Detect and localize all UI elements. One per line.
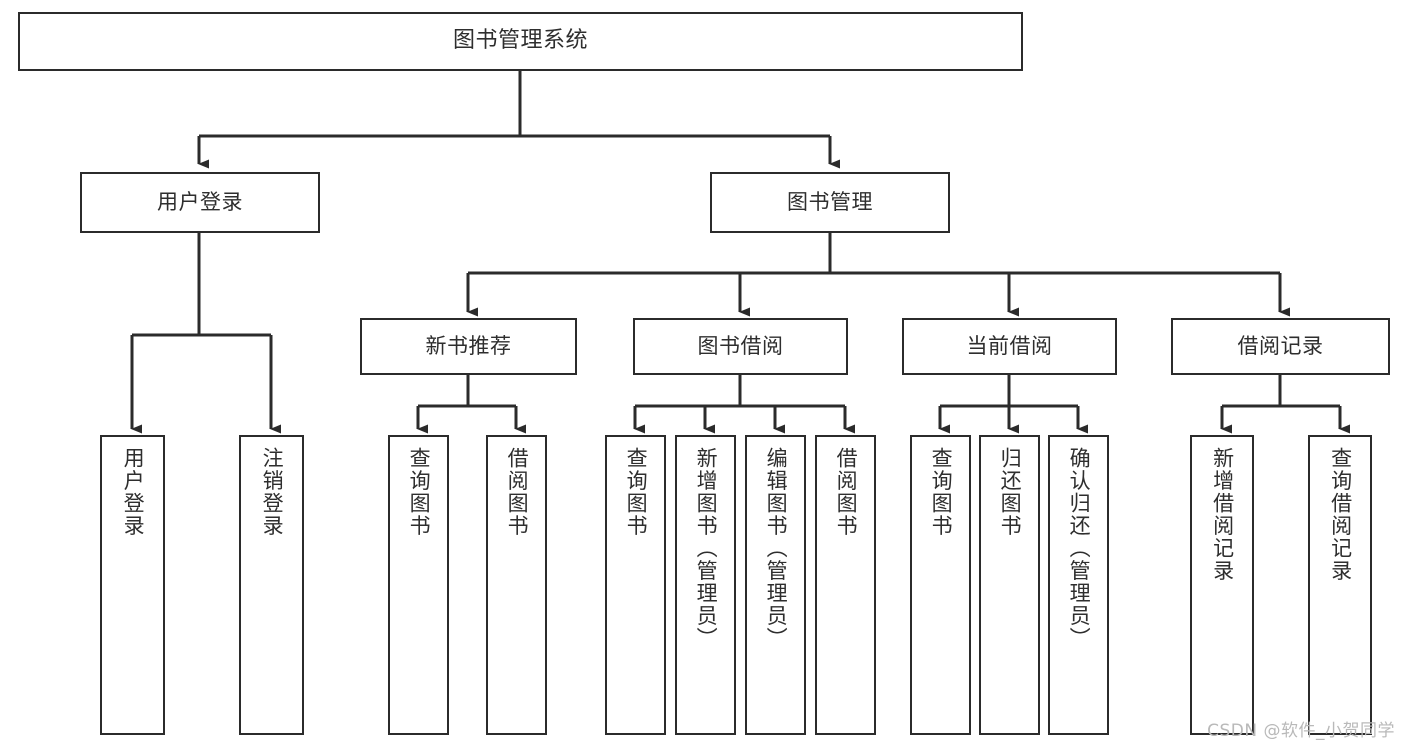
node-leaf-return-book[interactable]: 归还图书 bbox=[979, 435, 1040, 735]
node-new-book-rec-label: 新书推荐 bbox=[425, 333, 512, 358]
node-leaf-add-book-label: 新增图书（管理员） bbox=[694, 447, 719, 650]
node-current-borrow-label: 当前借阅 bbox=[966, 333, 1053, 358]
node-root[interactable]: 图书管理系统 bbox=[18, 12, 1023, 71]
node-leaf-return-book-label: 归还图书 bbox=[998, 447, 1023, 537]
node-leaf-edit-book[interactable]: 编辑图书（管理员） bbox=[745, 435, 806, 735]
node-leaf-confirm-return[interactable]: 确认归还（管理员） bbox=[1048, 435, 1109, 735]
node-current-borrow[interactable]: 当前借阅 bbox=[902, 318, 1117, 375]
node-leaf-borrow-book-1[interactable]: 借阅图书 bbox=[486, 435, 547, 735]
node-leaf-add-book[interactable]: 新增图书（管理员） bbox=[675, 435, 736, 735]
node-leaf-borrow-book-1-label: 借阅图书 bbox=[505, 447, 530, 537]
node-borrow-record-label: 借阅记录 bbox=[1237, 333, 1324, 358]
node-leaf-user-login[interactable]: 用户登录 bbox=[100, 435, 165, 735]
node-leaf-add-record-label: 新增借阅记录 bbox=[1210, 447, 1235, 582]
node-leaf-edit-book-label: 编辑图书（管理员） bbox=[764, 447, 789, 650]
node-leaf-user-logout-label: 注销登录 bbox=[260, 447, 285, 537]
node-user-login-label: 用户登录 bbox=[157, 189, 243, 214]
node-leaf-user-login-label: 用户登录 bbox=[121, 447, 146, 537]
node-book-manage-label: 图书管理 bbox=[787, 189, 873, 214]
node-leaf-query-record-label: 查询借阅记录 bbox=[1328, 447, 1353, 582]
node-leaf-query-book-2-label: 查询图书 bbox=[624, 447, 649, 537]
node-root-label: 图书管理系统 bbox=[452, 28, 588, 54]
node-leaf-borrow-book-2[interactable]: 借阅图书 bbox=[815, 435, 876, 735]
node-new-book-rec[interactable]: 新书推荐 bbox=[360, 318, 577, 375]
node-book-manage[interactable]: 图书管理 bbox=[710, 172, 950, 233]
node-leaf-query-book-3[interactable]: 查询图书 bbox=[910, 435, 971, 735]
node-leaf-query-book-3-label: 查询图书 bbox=[929, 447, 954, 537]
node-leaf-query-book-1[interactable]: 查询图书 bbox=[388, 435, 449, 735]
node-borrow-record[interactable]: 借阅记录 bbox=[1171, 318, 1390, 375]
node-leaf-query-book-1-label: 查询图书 bbox=[407, 447, 432, 537]
node-book-borrow-label: 图书借阅 bbox=[697, 333, 784, 358]
node-leaf-borrow-book-2-label: 借阅图书 bbox=[834, 447, 859, 537]
node-leaf-confirm-return-label: 确认归还（管理员） bbox=[1067, 447, 1092, 650]
node-leaf-user-logout[interactable]: 注销登录 bbox=[239, 435, 304, 735]
node-leaf-query-record[interactable]: 查询借阅记录 bbox=[1308, 435, 1372, 735]
node-book-borrow[interactable]: 图书借阅 bbox=[633, 318, 848, 375]
node-leaf-query-book-2[interactable]: 查询图书 bbox=[605, 435, 666, 735]
node-leaf-add-record[interactable]: 新增借阅记录 bbox=[1190, 435, 1254, 735]
node-user-login[interactable]: 用户登录 bbox=[80, 172, 320, 233]
